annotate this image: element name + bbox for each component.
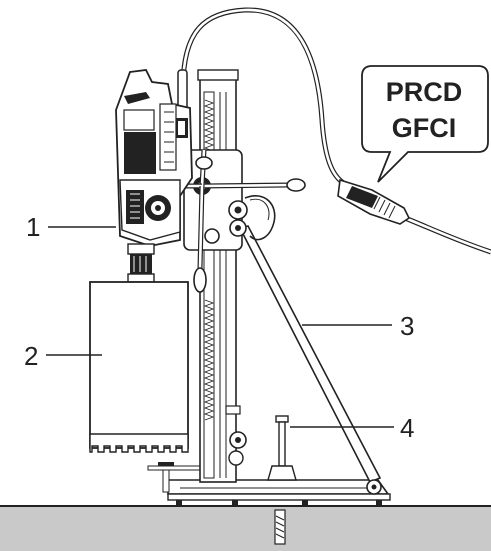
prcd-label-line1: PRCD <box>386 77 463 107</box>
column <box>197 69 247 483</box>
callout-2: 2 <box>24 341 38 371</box>
carriage <box>175 149 306 293</box>
callout-3: 3 <box>400 311 414 341</box>
floor-anchor <box>274 509 286 545</box>
callout-4: 4 <box>400 413 414 443</box>
prcd-device <box>337 178 411 225</box>
prcd-label-bubble: PRCD GFCI <box>361 65 489 183</box>
anchor-bolt <box>267 415 297 481</box>
floor <box>0 505 491 551</box>
prcd-label-line2: GFCI <box>392 113 457 143</box>
drill-motor <box>115 69 193 283</box>
base-plate <box>147 462 391 506</box>
callout-1: 1 <box>26 212 40 242</box>
callout-leaders <box>46 226 394 428</box>
core-bit <box>89 281 189 453</box>
power-cord <box>177 7 491 255</box>
support-strut <box>238 225 382 495</box>
